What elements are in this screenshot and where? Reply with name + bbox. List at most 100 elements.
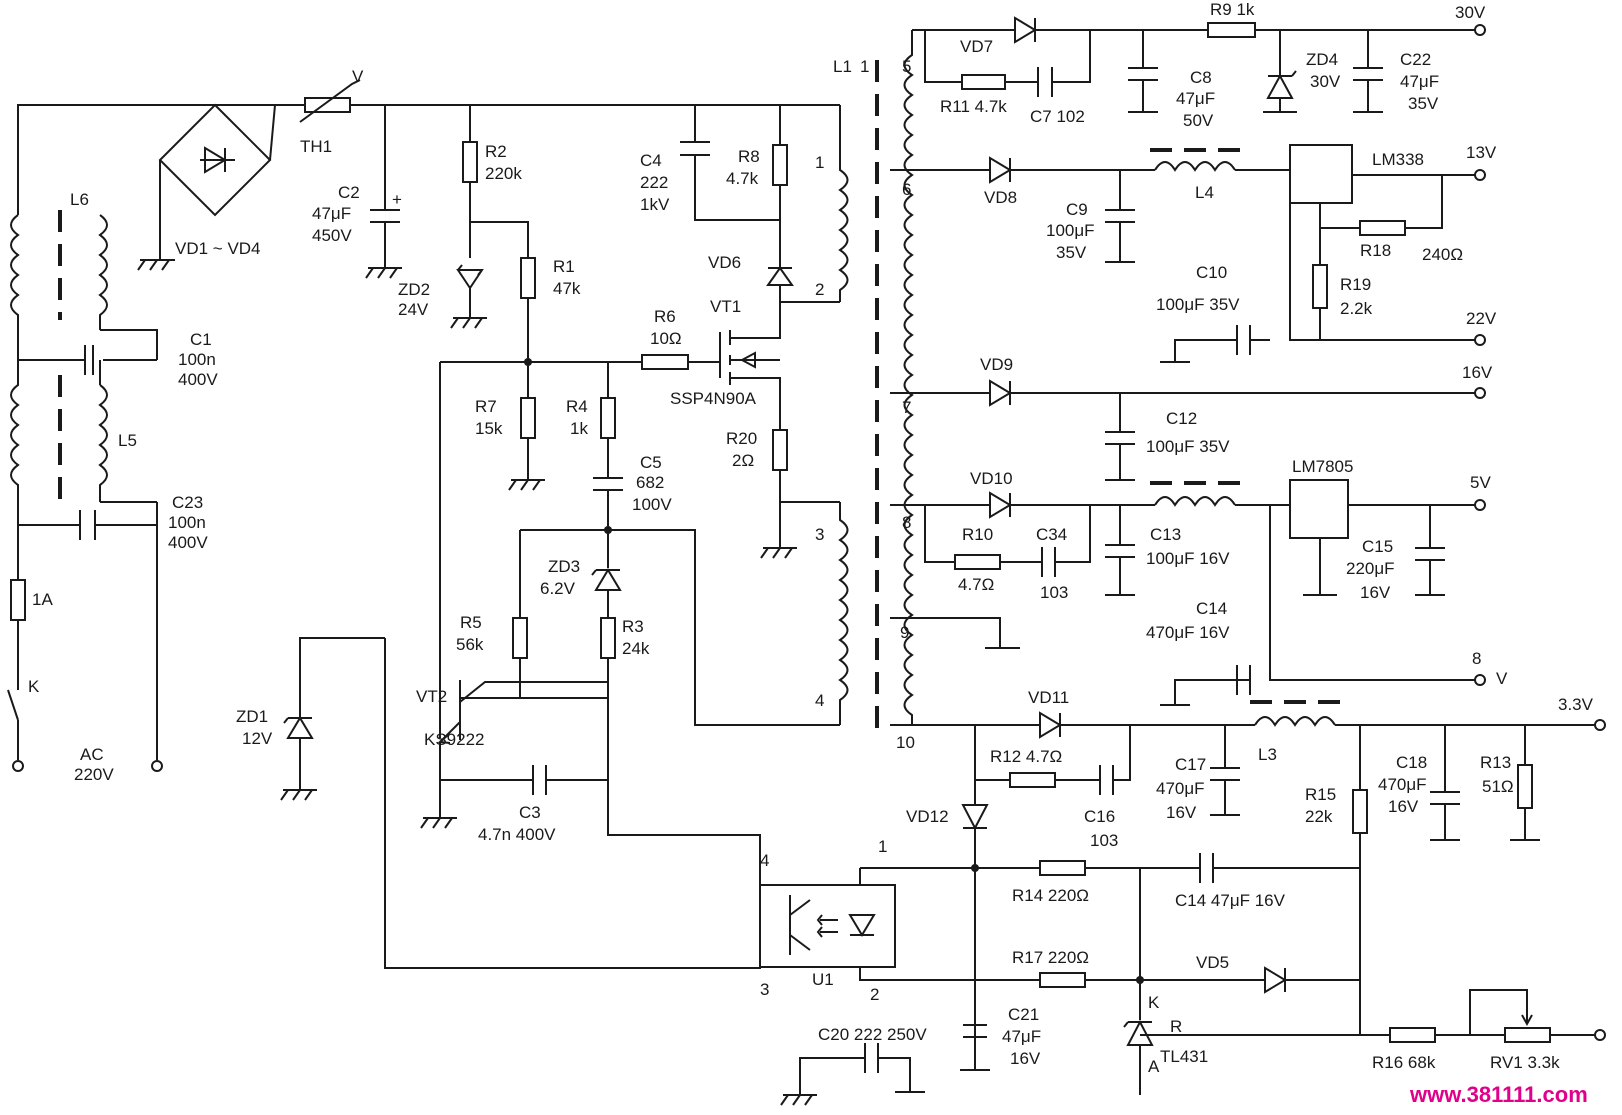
c7-label: C7 102 bbox=[1030, 107, 1085, 126]
primary-section: V TH1 + C2 47μF 450V R2 220k ZD2 24V R1 … bbox=[236, 67, 840, 969]
zd2-value: 24V bbox=[398, 300, 429, 319]
regulator-lm7805 bbox=[1289, 479, 1349, 539]
r15-label: R15 bbox=[1305, 785, 1336, 804]
sec-pin5: 5 bbox=[902, 57, 911, 76]
out-30v-label: 30V bbox=[1455, 3, 1486, 22]
capacitor-c16 bbox=[1099, 765, 1114, 795]
c23-value2: 400V bbox=[168, 533, 208, 552]
r6-value: 10Ω bbox=[650, 329, 682, 348]
diode-vd6 bbox=[766, 266, 794, 286]
vd9-label: VD9 bbox=[980, 355, 1013, 374]
c14a-value: 470μF 16V bbox=[1146, 623, 1230, 642]
l6-label: L6 bbox=[70, 190, 89, 209]
zener-zd4 bbox=[1266, 70, 1297, 99]
c4-label: C4 bbox=[640, 151, 662, 170]
capacitor-c10 bbox=[1236, 325, 1251, 355]
vt2-label: VT2 bbox=[416, 687, 447, 706]
capacitor-c22 bbox=[1353, 67, 1383, 81]
c5-value2: 100V bbox=[632, 495, 672, 514]
vd6-label: VD6 bbox=[708, 253, 741, 272]
c18-label: C18 bbox=[1396, 753, 1427, 772]
r20-label: R20 bbox=[726, 429, 757, 448]
c1-value1: 100n bbox=[178, 350, 216, 369]
c10-label: C10 bbox=[1196, 263, 1227, 282]
switch-label: K bbox=[28, 677, 40, 696]
sec-pin7: 7 bbox=[902, 398, 911, 417]
transformer-l1 bbox=[838, 30, 914, 740]
resistor-r17 bbox=[1039, 972, 1086, 988]
c21-value1: 47μF bbox=[1002, 1027, 1041, 1046]
out-5v-label: 5V bbox=[1470, 473, 1491, 492]
ac-label: AC bbox=[80, 745, 104, 764]
diode-vd5 bbox=[1264, 966, 1287, 994]
resistor-r4 bbox=[600, 397, 616, 439]
zd4-value: 30V bbox=[1310, 72, 1341, 91]
c15-label: C15 bbox=[1362, 537, 1393, 556]
vd12-label: VD12 bbox=[906, 807, 949, 826]
zd3-label: ZD3 bbox=[548, 557, 580, 576]
c13-label: C13 bbox=[1150, 525, 1181, 544]
r9-label: R9 1k bbox=[1210, 0, 1255, 19]
c23-label: C23 bbox=[172, 493, 203, 512]
ks-label: KS9222 bbox=[424, 730, 485, 749]
capacitor-c4 bbox=[680, 141, 710, 156]
bridge-rectifier bbox=[137, 103, 276, 271]
out-22v-label: 22V bbox=[1466, 309, 1497, 328]
out-13v-label: 13V bbox=[1466, 143, 1497, 162]
pri-pin2: 2 bbox=[815, 280, 824, 299]
capacitor-c5 bbox=[593, 477, 623, 491]
zd2-label: ZD2 bbox=[398, 280, 430, 299]
optocoupler-u1 bbox=[759, 884, 896, 968]
transistor-vt2 bbox=[437, 362, 608, 818]
c16-value: 103 bbox=[1090, 831, 1118, 850]
l1-label: L1 bbox=[833, 57, 852, 76]
terminal-22v bbox=[1474, 334, 1486, 346]
resistor-r20 bbox=[772, 429, 788, 471]
out-16v-label: 16V bbox=[1462, 363, 1493, 382]
capacitor-c18 bbox=[1430, 791, 1460, 805]
u1-pin2: 2 bbox=[870, 985, 879, 1004]
inductor-l5-out bbox=[1154, 496, 1236, 507]
terminal-13v bbox=[1474, 169, 1486, 181]
sec-pin1: 1 bbox=[860, 57, 869, 76]
regulator-lm338 bbox=[1289, 144, 1353, 204]
c14b-label: C14 47μF 16V bbox=[1175, 891, 1286, 910]
r18-label: R18 bbox=[1360, 241, 1391, 260]
pri-pin4: 4 bbox=[815, 691, 824, 710]
lm338-label: LM338 bbox=[1372, 150, 1424, 169]
c2-value1: 47μF bbox=[312, 204, 351, 223]
c8-value1: 47μF bbox=[1176, 89, 1215, 108]
ac-terminal-left bbox=[12, 760, 24, 772]
output-3v3 bbox=[890, 700, 1606, 1035]
r4-label: R4 bbox=[566, 397, 588, 416]
inductor-l4 bbox=[1154, 161, 1236, 172]
tl431-r-label: R bbox=[1170, 1017, 1182, 1036]
r7-value: 15k bbox=[475, 419, 503, 438]
capacitor-c2 bbox=[370, 209, 400, 223]
c22-value1: 47μF bbox=[1400, 72, 1439, 91]
sec-pin6: 6 bbox=[902, 180, 911, 199]
capacitor-c14b bbox=[1199, 853, 1214, 883]
r1-value: 47k bbox=[553, 279, 581, 298]
choke-l6 bbox=[10, 214, 108, 330]
resistor-r16 bbox=[1389, 1027, 1436, 1043]
c18-value2: 16V bbox=[1388, 797, 1419, 816]
resistor-r18 bbox=[1359, 220, 1406, 236]
th1-v-label: V bbox=[352, 67, 364, 86]
capacitor-c17 bbox=[1210, 767, 1240, 781]
u1-pin3: 3 bbox=[760, 980, 769, 999]
r18-value: 240Ω bbox=[1422, 245, 1463, 264]
resistor-r2 bbox=[462, 141, 478, 183]
output-13v-22v bbox=[890, 144, 1486, 363]
vd7-label: VD7 bbox=[960, 37, 993, 56]
lm7805-label: LM7805 bbox=[1292, 457, 1353, 476]
resistor-r11 bbox=[961, 74, 1006, 90]
capacitor-c12 bbox=[1105, 431, 1135, 445]
capacitor-c34 bbox=[1041, 547, 1056, 577]
sec-pin9: 9 bbox=[900, 623, 909, 642]
shunt-tl431 bbox=[1123, 1019, 1154, 1046]
resistor-r13 bbox=[1517, 764, 1533, 809]
mosfet-vt1 bbox=[719, 302, 781, 430]
c22-label: C22 bbox=[1400, 50, 1431, 69]
